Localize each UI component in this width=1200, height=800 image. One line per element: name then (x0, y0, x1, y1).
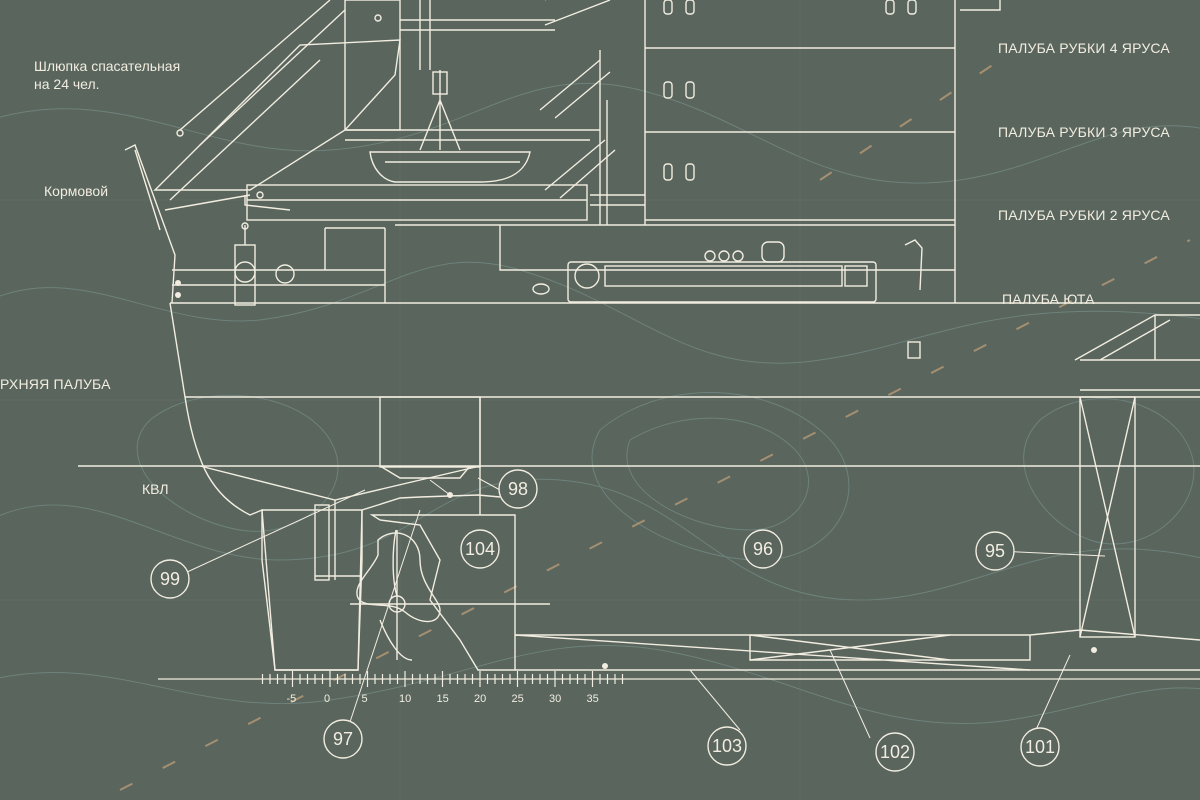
deck4-label: ПАЛУБА РУБКИ 4 ЯРУСА (998, 40, 1170, 56)
ladders (539, 0, 645, 225)
callout-number: 98 (508, 479, 528, 499)
winch (234, 222, 295, 306)
callout-number: 95 (985, 541, 1005, 561)
frame-scale (158, 671, 1200, 687)
ship-outline (78, 0, 1200, 739)
deck2-label: ПАЛУБА РУБКИ 2 ЯРУСА (998, 207, 1170, 223)
stern-hull (169, 302, 501, 671)
superstructure (954, 0, 1001, 303)
poop-deck-label: ПАЛУБА ЮТА (1002, 291, 1095, 307)
frame-tick-label: 25 (511, 693, 524, 705)
frame-tick-label: 20 (474, 693, 487, 705)
double-bottom (515, 629, 1200, 641)
callout-circle (460, 529, 500, 569)
propeller-aperture (369, 514, 516, 671)
callout-number: 99 (160, 569, 180, 589)
dashed-accent-2 (819, 59, 1001, 181)
callout-circle (875, 732, 915, 772)
callout-circle (150, 559, 190, 599)
frame-tick-label: 5 (361, 693, 368, 705)
rescue-boat (369, 151, 531, 183)
callout-number: 102 (880, 742, 910, 762)
callout-number: 101 (1025, 737, 1055, 757)
waterline-label: КВЛ (142, 481, 169, 497)
marker-dots (175, 280, 1097, 669)
callout-circle (498, 469, 538, 509)
davit (153, 39, 401, 191)
stern-davit-arm (124, 144, 176, 304)
rudder-stock (314, 504, 330, 581)
callouts: 99 98 104 96 95 97 103 102 101 (150, 469, 1060, 772)
callout-circle (707, 726, 747, 766)
frame-tick-label: 35 (586, 693, 599, 705)
frame-tick-label: 30 (549, 693, 562, 705)
frame-tick-label: 0 (324, 693, 331, 705)
callout-number: 103 (712, 736, 742, 756)
frame-tick-label: 15 (436, 693, 449, 705)
callout-circle (975, 531, 1015, 571)
leader-lines (184, 477, 1106, 739)
upper-deck-label: РХНЯЯ ПАЛУБА (0, 376, 111, 392)
deck3-label: ПАЛУБА РУБКИ 3 ЯРУСА (998, 124, 1170, 140)
callout-number: 97 (333, 729, 353, 749)
callout-number: 96 (753, 539, 773, 559)
lifeboat-label-line1: Шлюпка спасательная (34, 58, 181, 74)
shaft-box (379, 396, 481, 468)
callout-circle (323, 719, 363, 759)
callout-circle (743, 529, 783, 569)
rudder (261, 509, 363, 671)
poop-stair (1074, 314, 1200, 361)
lifeboat-label-line2: на 24 чел. (34, 76, 100, 92)
windows (663, 0, 921, 359)
contour-background (0, 82, 1200, 725)
callout-number: 104 (465, 539, 495, 559)
callout-circle (1020, 727, 1060, 767)
railings (172, 0, 600, 303)
propeller (356, 532, 441, 623)
frame-tick-label: -5 (286, 693, 297, 705)
stern-label: Кормовой (44, 183, 109, 199)
vent-unit (567, 261, 877, 303)
frame-tick-label: 10 (399, 693, 412, 705)
dashed-accent (119, 239, 1191, 791)
compartment-95 (1079, 396, 1136, 638)
sternframe (199, 465, 481, 580)
